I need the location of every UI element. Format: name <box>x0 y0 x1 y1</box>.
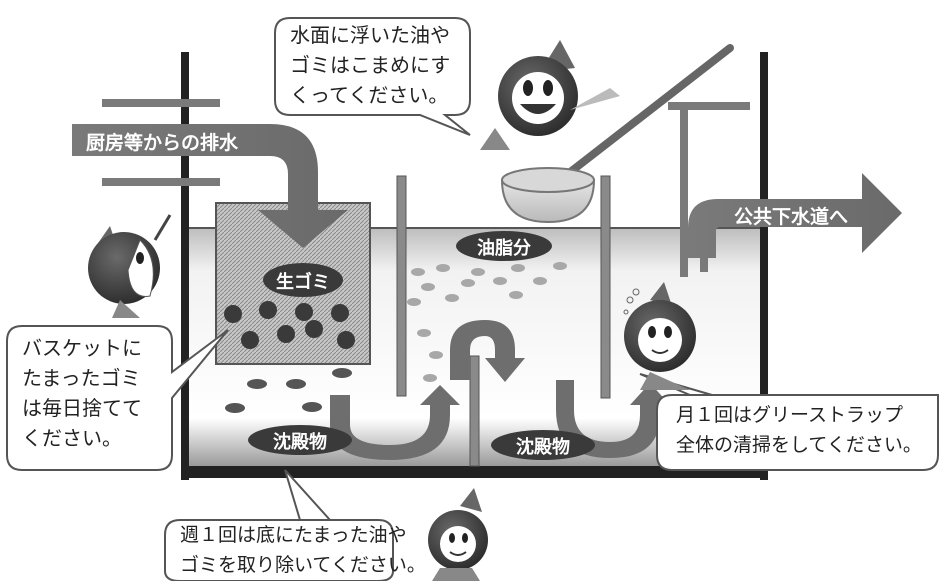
fish-bottom <box>428 488 488 581</box>
sediment-particles <box>225 368 352 413</box>
outflow-arrow <box>688 173 902 258</box>
inflow-pipe <box>102 99 220 186</box>
speech-bubbles <box>6 17 939 582</box>
inflow-arrow <box>72 124 348 248</box>
bubble-top <box>274 17 471 136</box>
bubble-left-text: バスケットに たまったゴミ は毎日捨てて ください。 <box>22 336 142 450</box>
oil-fat-label: 油脂分 <box>477 238 531 259</box>
raw-garbage-label: 生ゴミ <box>276 272 330 293</box>
sediment-label-left: 沈殿物 <box>273 432 327 453</box>
oil-droplets <box>407 262 567 382</box>
fish-top <box>480 40 620 150</box>
sediment-label-right: 沈殿物 <box>516 437 570 458</box>
label-pills <box>248 231 595 460</box>
bubble-right-text: 月１回はグリーストラップ 全体の清掃をしてください。 <box>676 404 922 456</box>
fish-right <box>623 282 696 390</box>
bubble-bottom-text: 週１回は底にたまった油や ゴミを取り除いてください。 <box>180 524 426 576</box>
ladle-icon <box>500 44 734 224</box>
bubble-top-text: 水面に浮いた油や ゴミはこまめにす くってください。 <box>290 23 451 107</box>
tank-walls <box>181 52 768 480</box>
partition-walls <box>396 175 611 467</box>
bubble-left <box>6 325 229 471</box>
outflow-label: 公共下水道へ <box>734 206 849 228</box>
garbage-balls <box>224 301 355 349</box>
fish-left <box>88 214 172 318</box>
inflow-label: 厨房等からの排水 <box>86 132 239 154</box>
